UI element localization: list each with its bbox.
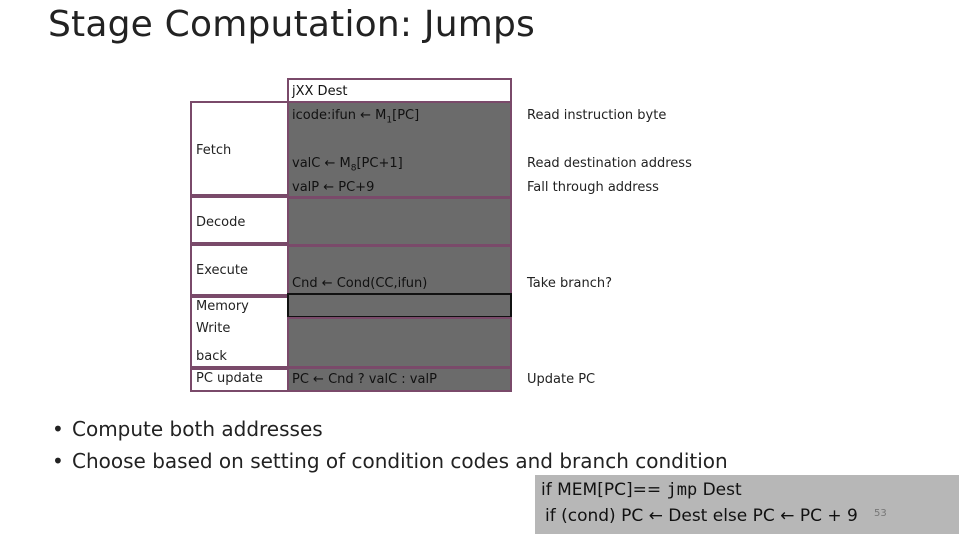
desc-update-pc: Update PC [527,372,596,387]
bullet-dot-icon: • [52,449,64,473]
memory-ops-cell [287,293,512,318]
note-line-2: if (cond) PC ← Dest else PC ← PC + 9 [545,506,858,526]
instruction-header: jXX Dest [292,84,348,99]
code-note-box: if MEM[PC]== jmp Dest if (cond) PC ← Des… [535,475,959,534]
back-stage-label: back [196,349,227,364]
execute-stage-label: Execute [196,263,248,278]
decode-stage-label: Decode [196,215,246,230]
memory-stage-label: Memory [196,299,249,314]
page-number: 53 [874,508,887,519]
desc-fall-through: Fall through address [527,180,659,195]
write-stage-label: Write [196,321,231,336]
bullet-dot-icon: • [52,417,64,441]
desc-take-branch: Take branch? [527,276,613,291]
pcupdate-ops-cell [287,367,512,392]
icode-op: icode:ifun ← M1[PC] [292,108,420,126]
execute-ops-cell [287,245,512,296]
pcupdate-stage-box [190,368,290,392]
desc-read-dest: Read destination address [527,156,692,171]
page-title: Stage Computation: Jumps [48,4,535,45]
bullet-list: •Compute both addresses •Choose based on… [52,414,728,478]
fetch-stage-label: Fetch [196,143,232,158]
bullet-item: •Choose based on setting of condition co… [52,446,728,478]
execute-stage-box [190,244,290,296]
fetch-stage-box [190,101,290,196]
decode-ops-cell [287,197,512,246]
pc-op: PC ← Cnd ? valC : valP [292,372,437,387]
bullet-item: •Compute both addresses [52,414,728,446]
decode-stage-box [190,196,290,244]
note-line-1: if MEM[PC]== jmp Dest [541,480,742,500]
cnd-op: Cnd ← Cond(CC,ifun) [292,276,428,291]
valc-op: valC ← M8[PC+1] [292,156,403,174]
desc-read-byte: Read instruction byte [527,108,667,123]
valp-op: valP ← PC+9 [292,180,375,195]
pcupdate-stage-label: PC update [196,371,263,386]
writeback-ops-cell [287,317,512,368]
